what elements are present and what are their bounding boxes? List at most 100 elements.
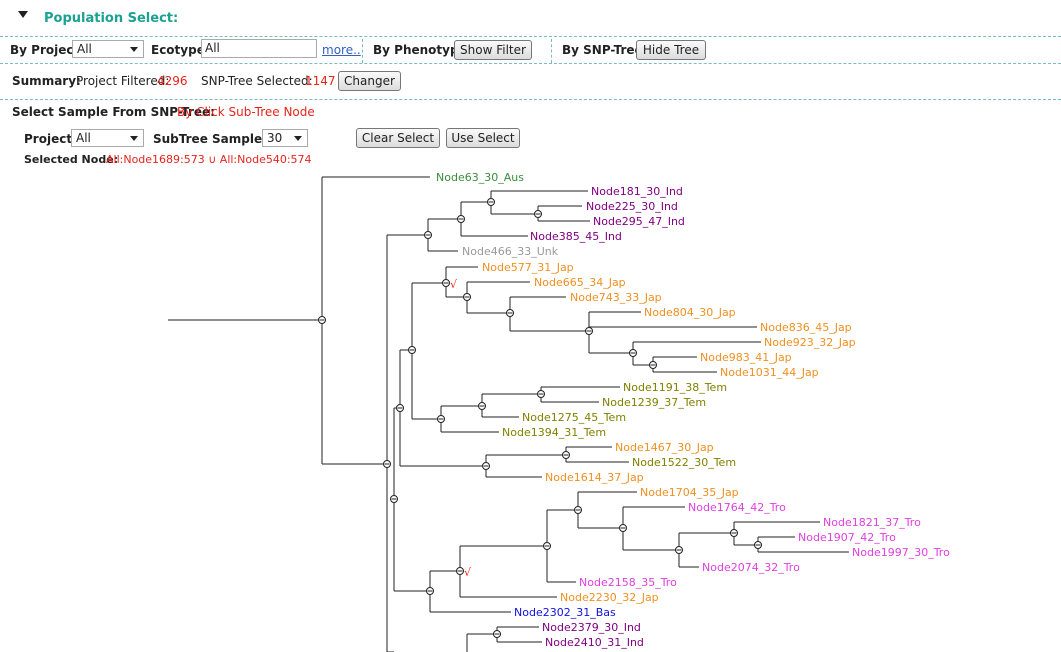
tree-leaf-label[interactable]: Node983_41_Jap xyxy=(700,351,792,364)
tree-node-icon[interactable] xyxy=(649,361,657,369)
tree-leaf-label[interactable]: Node1907_42_Tro xyxy=(798,531,896,544)
tree-leaf-label[interactable]: Node743_33_Jap xyxy=(570,291,662,304)
tree-labels: Node63_30_AusNode181_30_IndNode225_30_In… xyxy=(436,171,950,649)
selected-check-icon: √ xyxy=(450,278,458,291)
tree-leaf-label[interactable]: Node2302_31_Bas xyxy=(514,606,616,619)
tree-node-icon[interactable] xyxy=(442,279,450,287)
tree-leaf-label[interactable]: Node1031_44_Jap xyxy=(720,366,819,379)
chevron-down-icon xyxy=(294,136,302,141)
tree-leaf-label[interactable]: Node923_32_Jap xyxy=(764,336,856,349)
tree-node-icon[interactable] xyxy=(424,231,432,239)
tree-node-icon[interactable] xyxy=(675,546,683,554)
tree-leaf-label[interactable]: Node2074_32_Tro xyxy=(702,561,800,574)
snp-selected-label: SNP-Tree Selected: xyxy=(201,74,313,88)
population-select-header: Population Select: xyxy=(0,0,1061,37)
tree-node-icon[interactable] xyxy=(629,349,637,357)
tree-leaf-label[interactable]: Node385_45_Ind xyxy=(530,230,622,243)
tree-leaf-label[interactable]: Node665_34_Jap xyxy=(534,276,626,289)
tree-node-icon[interactable] xyxy=(619,524,627,532)
tree-node-icon[interactable] xyxy=(478,402,486,410)
tree-leaf-label[interactable]: Node1275_45_Tem xyxy=(522,411,626,424)
tree-node-icon[interactable] xyxy=(456,567,464,575)
tree-node-icon[interactable] xyxy=(482,462,490,470)
tree-leaf-label[interactable]: Node181_30_Ind xyxy=(591,185,683,198)
subtree-project-select[interactable]: All xyxy=(71,129,144,147)
subtree-sample-select[interactable]: 30 xyxy=(262,129,308,147)
tree-node-icon[interactable] xyxy=(396,404,404,412)
tree-leaf-label[interactable]: Node2230_32_Jap xyxy=(560,591,659,604)
changer-button[interactable]: Changer xyxy=(338,71,401,91)
tree-leaf-label[interactable]: Node63_30_Aus xyxy=(436,171,524,184)
tree-leaf-label[interactable]: Node2410_31_Ind xyxy=(545,636,644,649)
tree-node-icon[interactable] xyxy=(493,630,501,638)
filter-bar: By Project: All Ecotype: All more.. By P… xyxy=(0,37,1061,64)
tree-node-icon[interactable] xyxy=(754,541,762,549)
project-filtered-label: Project Filtered: xyxy=(76,74,170,88)
tree-node-icon[interactable] xyxy=(408,346,416,354)
tree-leaf-label[interactable]: Node295_47_Ind xyxy=(593,215,685,228)
selected-check-icon: √ xyxy=(464,566,472,579)
snp-selected-count: 1147 xyxy=(305,74,336,88)
tree-leaf-label[interactable]: Node2158_35_Tro xyxy=(579,576,677,589)
tree-leaf-label[interactable]: Node466_33_Unk xyxy=(462,245,559,258)
tree-leaf-label[interactable]: Node804_30_Jap xyxy=(644,306,736,319)
tree-node-icon[interactable] xyxy=(730,529,738,537)
tree-leaf-label[interactable]: Node1191_38_Tem xyxy=(623,381,727,394)
tree-node-icon[interactable] xyxy=(585,327,593,335)
tree-leaf-label[interactable]: Node1704_35_Jap xyxy=(640,486,739,499)
subtree-project-value: All xyxy=(76,131,91,145)
tree-node-icon[interactable] xyxy=(426,587,434,595)
tree-node-icon[interactable] xyxy=(437,415,445,423)
divider xyxy=(551,39,552,63)
project-select[interactable]: All xyxy=(72,40,144,58)
tree-leaf-label[interactable]: Node1467_30_Jap xyxy=(615,441,714,454)
more-ecotype-link[interactable]: more.. xyxy=(322,43,361,57)
tree-node-icon[interactable] xyxy=(383,460,391,468)
tree-nodes xyxy=(318,198,762,638)
tree-edges xyxy=(168,176,849,652)
tree-leaf-label[interactable]: Node577_31_Jap xyxy=(482,261,574,274)
project-filtered-count: 4296 xyxy=(157,74,188,88)
tree-node-icon[interactable] xyxy=(562,451,570,459)
ecotype-input[interactable]: All xyxy=(201,39,317,58)
tree-node-icon[interactable] xyxy=(574,506,582,514)
selected-node-value: All:Node1689:573 ∪ All:Node540:574 xyxy=(106,153,312,166)
tree-leaf-label[interactable]: Node836_45_Jap xyxy=(760,321,852,334)
chevron-down-icon xyxy=(130,47,138,52)
tree-leaf-label[interactable]: Node1821_37_Tro xyxy=(823,516,921,529)
by-snptree-label: By SNP-Tree: xyxy=(562,43,648,57)
tree-node-icon[interactable] xyxy=(543,542,551,550)
tree-node-icon[interactable] xyxy=(457,215,465,223)
tree-leaf-label[interactable]: Node1764_42_Tro xyxy=(688,501,786,514)
tree-node-icon[interactable] xyxy=(506,309,514,317)
by-phenotype-label: By Phenotype: xyxy=(373,43,472,57)
summary-label: Summary: xyxy=(12,74,81,88)
tree-node-icon[interactable] xyxy=(487,198,495,206)
use-select-button[interactable]: Use Select xyxy=(446,128,520,148)
collapse-triangle-icon[interactable] xyxy=(18,11,28,18)
tree-node-icon[interactable] xyxy=(318,316,326,324)
tree-node-icon[interactable] xyxy=(390,495,398,503)
tree-node-icon[interactable] xyxy=(537,390,545,398)
project-select-value: All xyxy=(77,42,92,56)
tree-leaf-label[interactable]: Node1522_30_Tem xyxy=(632,456,736,469)
hide-tree-button[interactable]: Hide Tree xyxy=(636,40,706,60)
tree-leaf-label[interactable]: Node1614_37_Jap xyxy=(545,471,644,484)
tree-node-icon[interactable] xyxy=(463,293,471,301)
by-project-label: By Project: xyxy=(10,43,85,57)
subtree-sample-value: 30 xyxy=(267,131,283,145)
select-sample-label: Select Sample From SNP-Tree: xyxy=(12,105,215,119)
tree-leaf-label[interactable]: Node225_30_Ind xyxy=(586,200,678,213)
tree-leaf-label[interactable]: Node1997_30_Tro xyxy=(852,546,950,559)
clear-select-button[interactable]: Clear Select xyxy=(356,128,440,148)
tree-node-icon[interactable] xyxy=(534,210,542,218)
tree-leaf-label[interactable]: Node1239_37_Tem xyxy=(602,396,706,409)
subtree-sample-label: SubTree Sample >= xyxy=(153,132,287,146)
tree-leaf-label[interactable]: Node1394_31_Tem xyxy=(502,426,606,439)
show-filter-button[interactable]: Show Filter xyxy=(454,40,532,60)
subtree-project-label: Project: xyxy=(24,132,77,146)
chevron-down-icon xyxy=(130,136,138,141)
tree-leaf-label[interactable]: Node2379_30_Ind xyxy=(542,621,641,634)
page-title: Population Select: xyxy=(44,11,179,26)
